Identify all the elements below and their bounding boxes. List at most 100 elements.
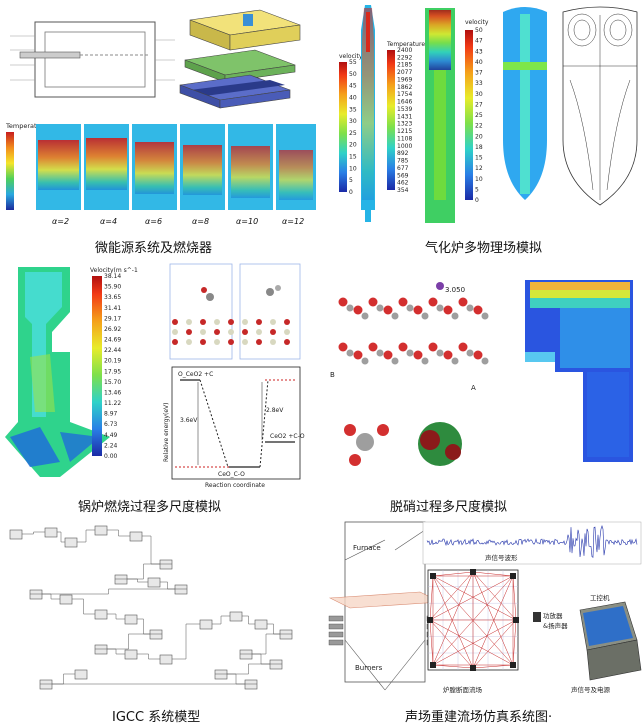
colorbar-tick: 47 — [475, 38, 483, 45]
micro-energy-figure: Temperature — [5, 9, 316, 210]
process-unit — [124, 614, 138, 625]
colorbar-tick: 20 — [349, 142, 357, 149]
stream-line — [172, 623, 200, 660]
colorbar-tick: 2400 — [397, 47, 412, 54]
gasifier-streamlines — [562, 6, 638, 206]
atom — [242, 339, 248, 345]
metal-atom — [436, 304, 444, 312]
acoustic-path — [432, 664, 474, 669]
colorbar-tick: 50 — [475, 27, 483, 34]
metal-atom — [436, 349, 444, 357]
atom — [266, 288, 274, 296]
process-unit — [147, 577, 161, 588]
process-unit — [149, 629, 163, 640]
acoustic-path — [432, 575, 474, 669]
colorbar-tick: 2.24 — [104, 442, 118, 449]
atom — [172, 319, 178, 325]
metal-atom — [466, 304, 474, 312]
pc-label: 工控机 — [590, 593, 610, 602]
colorbar-tick: 33 — [475, 80, 483, 87]
stream-line — [137, 653, 160, 660]
colorbar-tick: 569 — [397, 172, 409, 179]
atom — [275, 285, 281, 291]
velocity-colorbar-2-title: velocity — [465, 19, 489, 26]
acoustic-path — [512, 575, 517, 621]
atom — [228, 319, 234, 325]
process-unit — [159, 654, 173, 665]
colorbar-tick: 5 — [475, 186, 479, 193]
boiler-velocity-colorbar: Velocity(m s^-1 38.1435.9033.6531.4129.1… — [90, 267, 138, 460]
stream-line — [227, 673, 245, 685]
process-unit — [199, 619, 213, 630]
atom — [270, 329, 276, 335]
colorbar-tick: 38.14 — [104, 273, 121, 280]
furnace-outline — [328, 521, 442, 691]
atom — [206, 293, 214, 301]
scr-reactor-contour — [525, 280, 633, 462]
oxygen-atom — [458, 297, 468, 307]
acoustic-path — [472, 664, 514, 669]
oxygen-atom — [338, 297, 348, 307]
acoustic-path — [429, 575, 434, 621]
oxygen-atom — [398, 297, 408, 307]
denitrification-figure: 3.050 B A — [330, 280, 633, 466]
temperature-colorbar: Temperature — [5, 122, 47, 210]
process-unit — [279, 629, 293, 640]
colorbar-tick: 33.65 — [104, 294, 121, 301]
colorbar-tick: 45 — [349, 83, 357, 90]
colorbar-tick: 30 — [475, 91, 483, 98]
alpha-label: α=12 — [282, 217, 305, 226]
atom — [242, 329, 248, 335]
process-unit — [159, 559, 173, 570]
state-label-2: CeO2 +C-O — [270, 433, 305, 440]
industrial-pc: 工控机 声信号及电源 — [571, 593, 642, 694]
transducer — [470, 569, 476, 575]
process-unit — [174, 584, 188, 595]
acoustic-path — [432, 571, 474, 666]
colorbar-tick: 30 — [349, 118, 357, 125]
colorbar-tick: 17.95 — [104, 368, 121, 375]
colorbar-tick: 462 — [397, 180, 409, 187]
colorbar-tick: 1431 — [397, 113, 412, 120]
atom — [172, 329, 178, 335]
acoustic-path — [432, 575, 517, 621]
acoustic-waveform: 声信号波形 — [422, 521, 642, 565]
process-unit — [254, 619, 268, 630]
burner — [328, 631, 344, 638]
colorbar-tick: 10 — [349, 165, 357, 172]
stream-line — [142, 535, 160, 565]
stream-line — [242, 615, 255, 625]
metal-atom — [406, 304, 414, 312]
transducer — [510, 573, 516, 579]
stream-line — [107, 648, 125, 655]
colorbar-tick: 1862 — [397, 84, 412, 91]
burner-schematic — [10, 21, 175, 98]
acoustic-path — [472, 571, 514, 577]
process-unit — [114, 574, 128, 585]
panel-acoustic: Furnace Burners 声信号波形 炉膛断面流场 功放器 &扬声器 工控… — [325, 520, 643, 728]
molecular-surface-models — [169, 263, 301, 360]
metal-atom — [421, 357, 429, 365]
metal-atom — [421, 312, 429, 320]
state-label-1: O_CeO2 +C — [178, 371, 213, 378]
stream-line — [52, 673, 75, 685]
colorbar-tick: 25 — [475, 112, 483, 119]
temperature-colorbar-title: Temperature — [386, 41, 425, 48]
gasifier-velocity-section — [503, 7, 547, 200]
acoustic-path — [429, 571, 474, 621]
stream-line — [22, 531, 45, 535]
oxygen-atom — [349, 454, 361, 466]
alpha-label: α=10 — [236, 217, 259, 226]
panel-denitrification: 3.050 B A 脱硝过程多尺度模拟 — [325, 262, 643, 518]
atom — [172, 339, 178, 345]
colorbar-tick: 11.22 — [104, 400, 121, 407]
boiler-velocity-contour — [5, 267, 110, 477]
cross-section-label: 炉膛断面流场 — [443, 685, 483, 694]
oxygen-atom — [443, 305, 453, 315]
furnace-label: Furnace — [353, 544, 381, 552]
colorbar-tick: 15 — [349, 154, 357, 161]
colorbar-tick: 50 — [349, 71, 357, 78]
colorbar-tick: 2077 — [397, 69, 412, 76]
energy-barrier-2: 2.8eV — [266, 407, 284, 414]
